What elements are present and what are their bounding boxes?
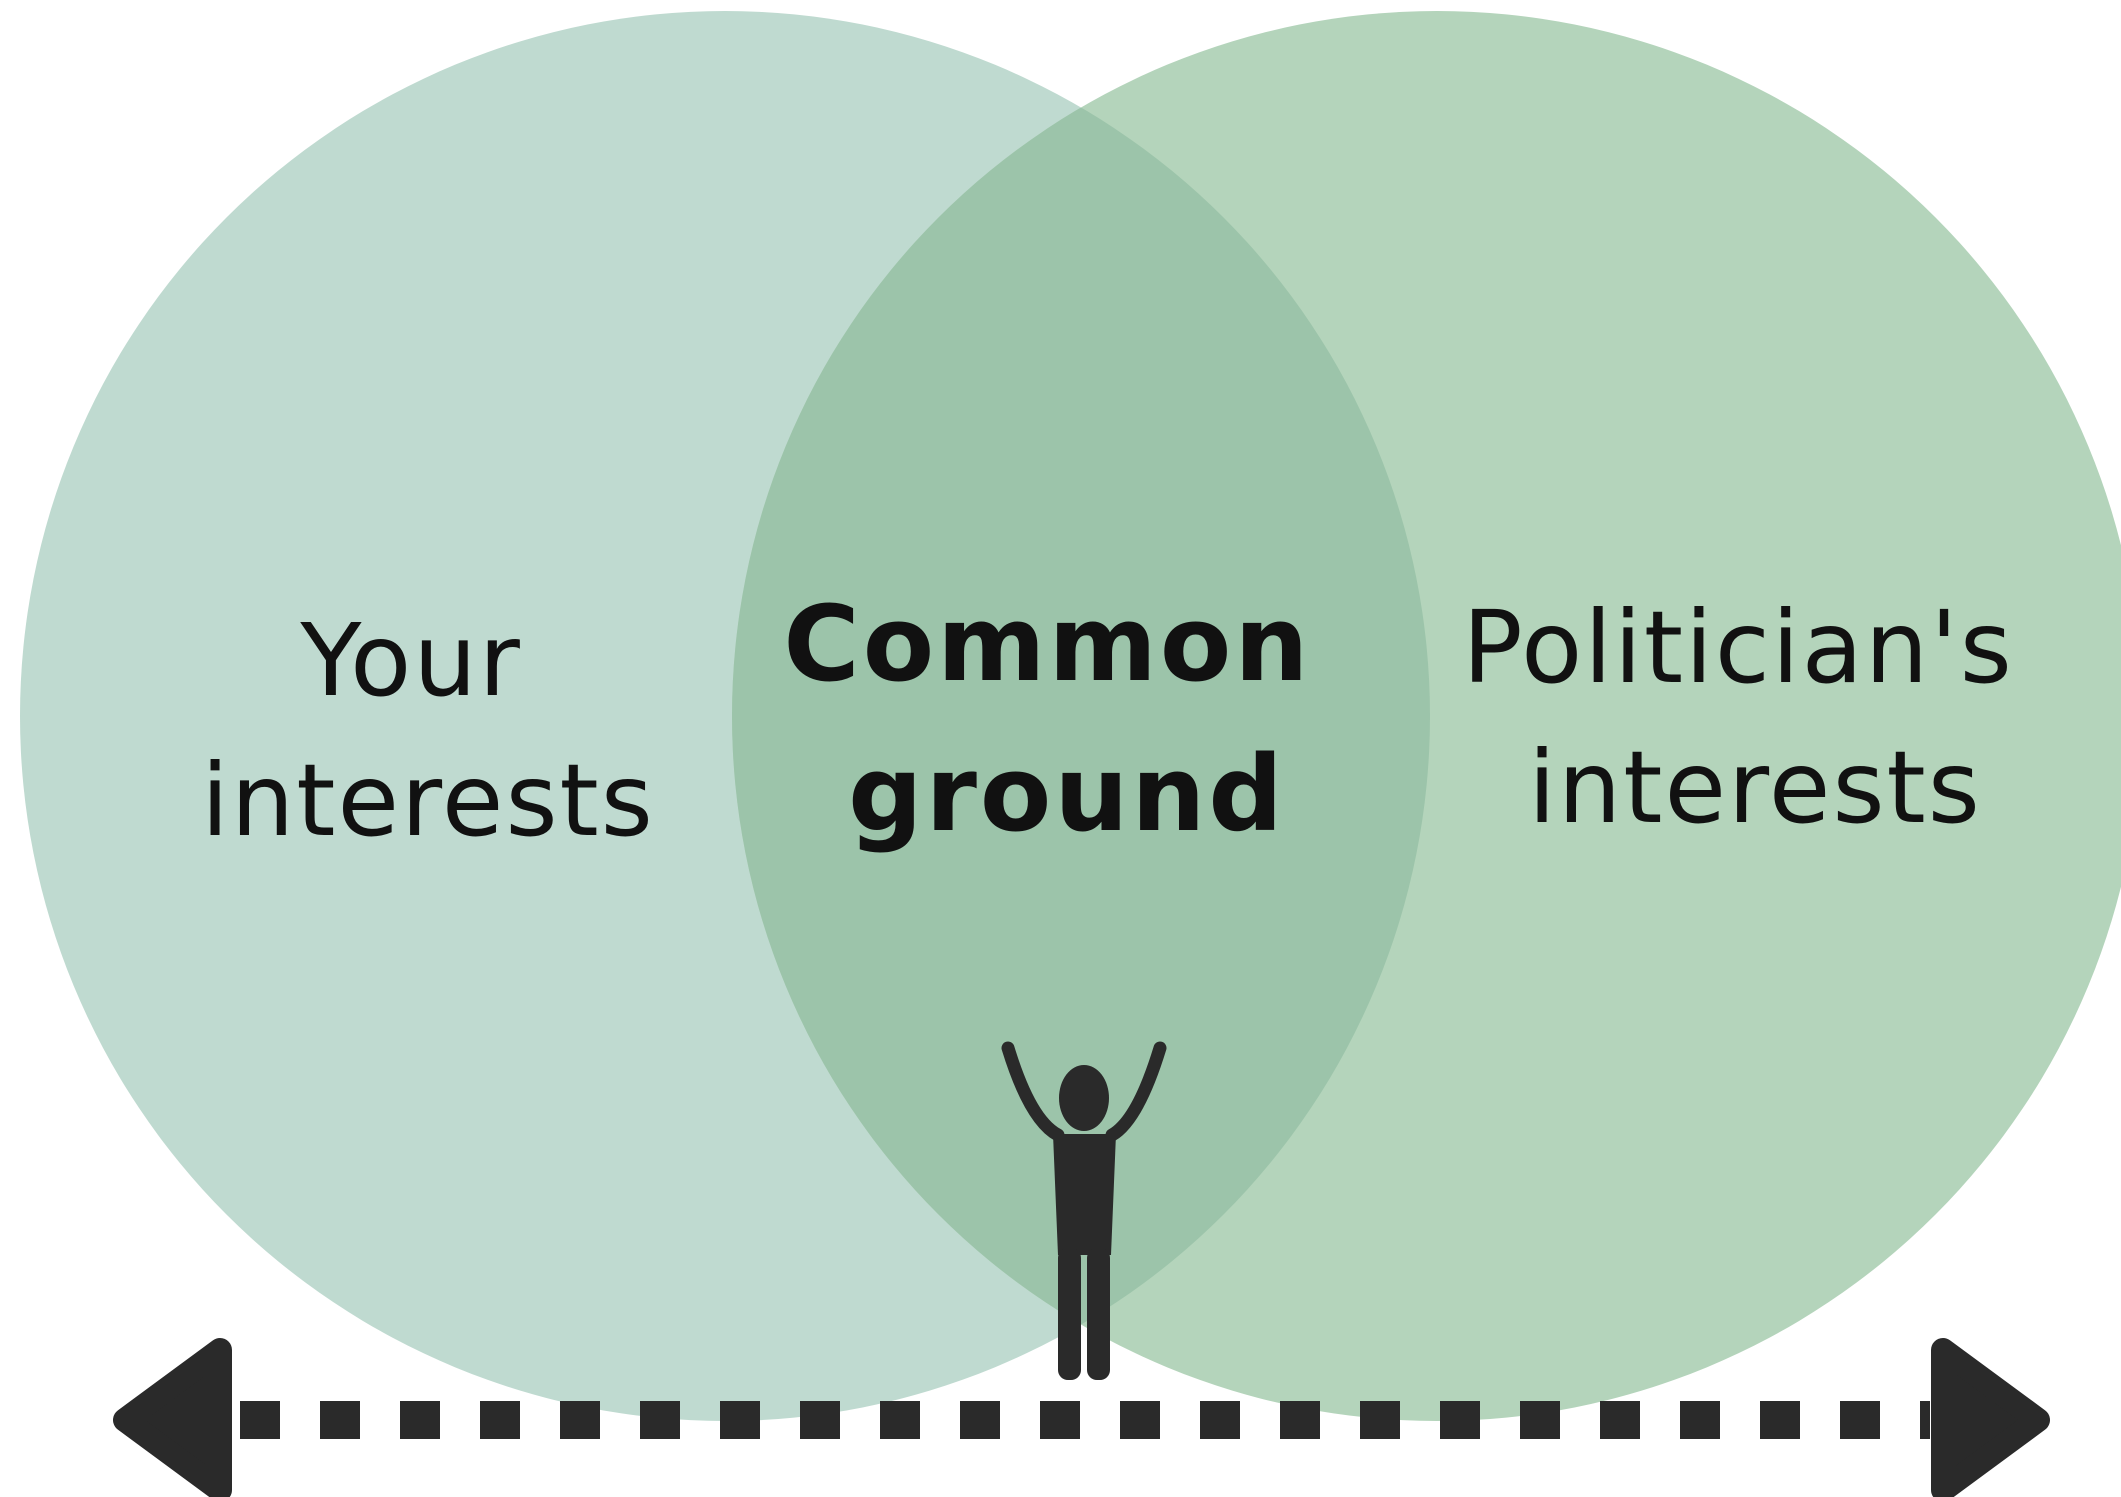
arrow-right-icon — [1931, 1338, 2050, 1497]
left-arm — [1001, 1041, 1065, 1142]
left-label-line-1: Your — [299, 602, 521, 719]
right-label-line-2: interests — [1528, 729, 1982, 846]
arrow-left-icon — [113, 1338, 232, 1497]
head — [1059, 1065, 1109, 1131]
left-leg — [1058, 1248, 1081, 1380]
right-leg — [1087, 1248, 1110, 1380]
center-label-line-2: ground — [848, 733, 1286, 855]
center-label-line-1: Common — [783, 583, 1311, 705]
torso — [1053, 1134, 1116, 1255]
person-arms-raised-icon — [1001, 1041, 1167, 1380]
spectrum-axis — [113, 1338, 2050, 1497]
left-label-line-2: interests — [201, 742, 655, 859]
right-label: Politician's interests — [1462, 589, 2047, 846]
left-label: Your interests — [201, 602, 655, 859]
right-label-line-1: Politician's — [1462, 589, 2014, 706]
right-arm — [1105, 1041, 1167, 1142]
center-label: Common ground — [783, 583, 1350, 855]
